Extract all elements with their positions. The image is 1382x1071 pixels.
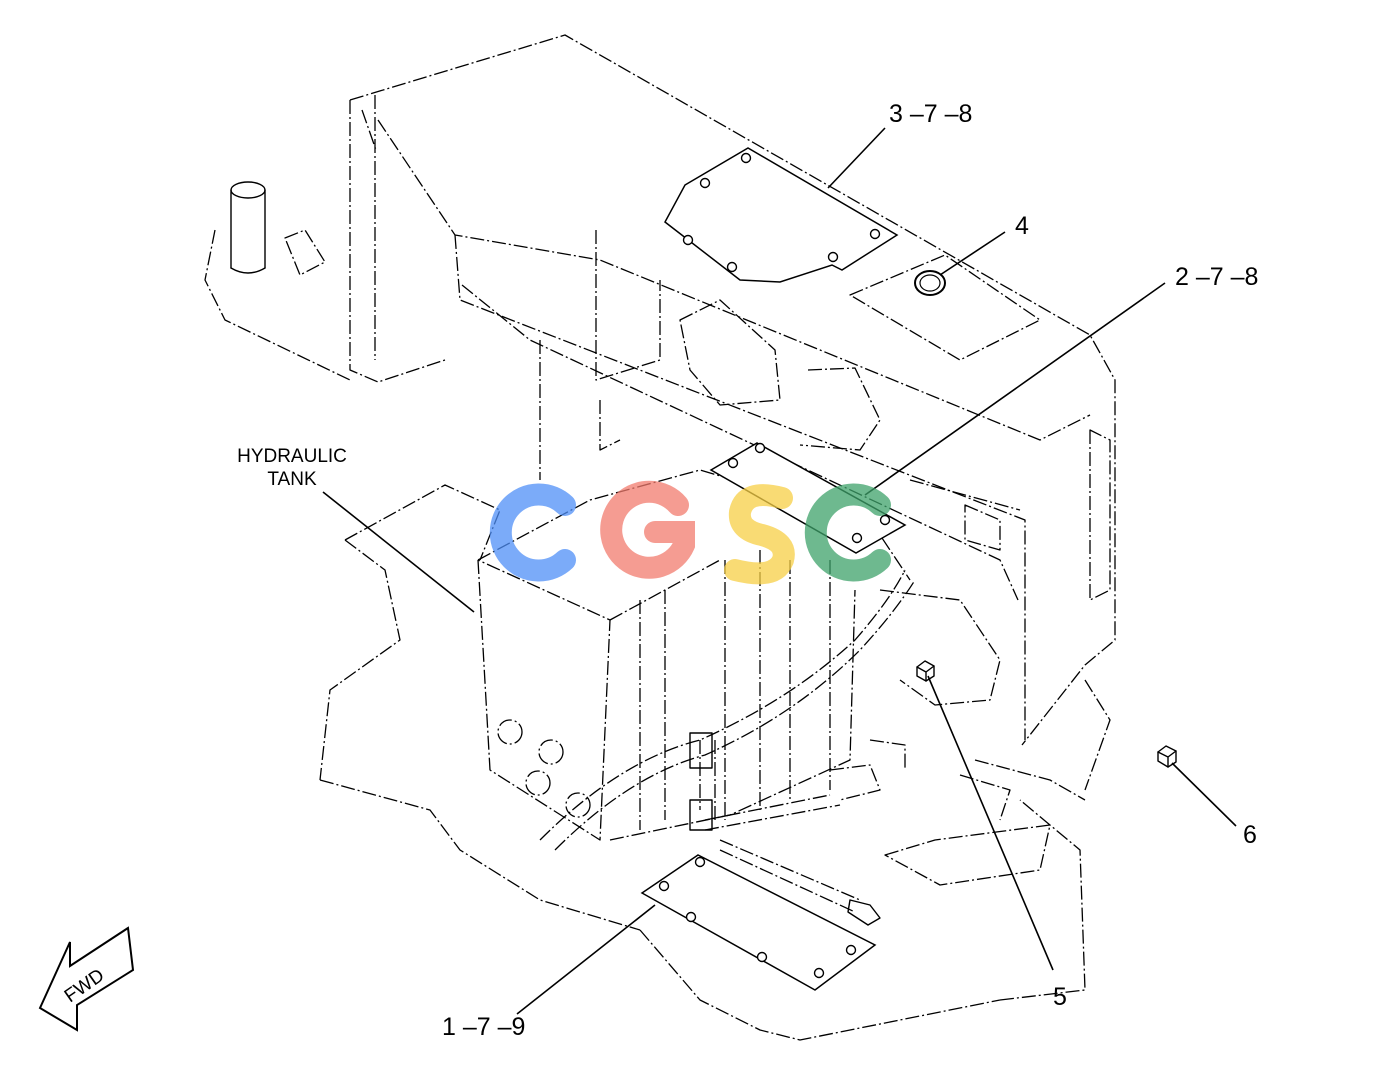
drain-plug-5 <box>916 660 935 682</box>
callout-3-7-8: 3 –7 –8 <box>889 100 972 128</box>
hydraulic-tank <box>477 469 1001 841</box>
plug-6 <box>1157 745 1177 768</box>
hydraulic-tank-label-line2: TANK <box>267 469 317 490</box>
frame-housing <box>349 34 1116 746</box>
callout-4: 4 <box>1015 212 1029 240</box>
leader-lines <box>322 127 1237 1015</box>
callout-1-7-9: 1 –7 –9 <box>442 1013 525 1041</box>
pivot-pin <box>204 181 351 381</box>
fwd-arrow-icon: FWD <box>38 926 135 1032</box>
hydraulic-hoses <box>539 569 916 926</box>
cover-plate-3 <box>664 147 899 283</box>
cover-plate-1 <box>640 854 877 991</box>
hydraulic-tank-label-line1: HYDRAULIC <box>237 446 347 467</box>
filler-plug-4 <box>914 270 946 296</box>
callout-5: 5 <box>1053 983 1067 1011</box>
callout-6: 6 <box>1243 821 1257 849</box>
cgsc-watermark <box>489 480 891 585</box>
callout-2-7-8: 2 –7 –8 <box>1175 263 1258 291</box>
